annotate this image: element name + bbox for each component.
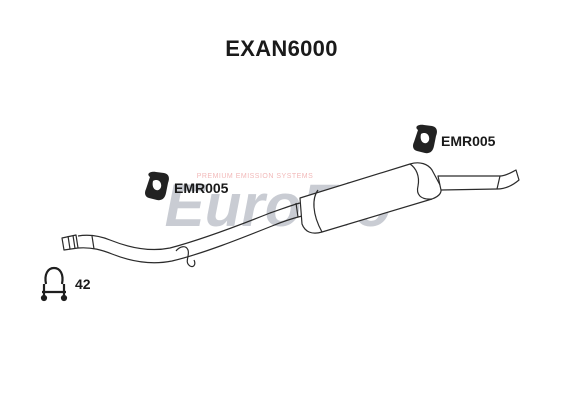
rubber-mount-icon [413, 124, 437, 154]
watermark-tagline: PREMIUM EMISSION SYSTEMS [197, 173, 314, 180]
clamp-icon [40, 266, 68, 302]
part-label-emr005-left: EMR005 [174, 180, 229, 196]
rear-silencer [299, 162, 442, 234]
part-number-title: EXAN6000 [225, 36, 338, 61]
tail-pipe [437, 169, 520, 191]
rubber-mount-icon [145, 171, 169, 201]
part-label-clamp-42: 42 [75, 276, 91, 292]
part-label-emr005-right: EMR005 [441, 133, 496, 149]
front-pipe [61, 202, 303, 268]
